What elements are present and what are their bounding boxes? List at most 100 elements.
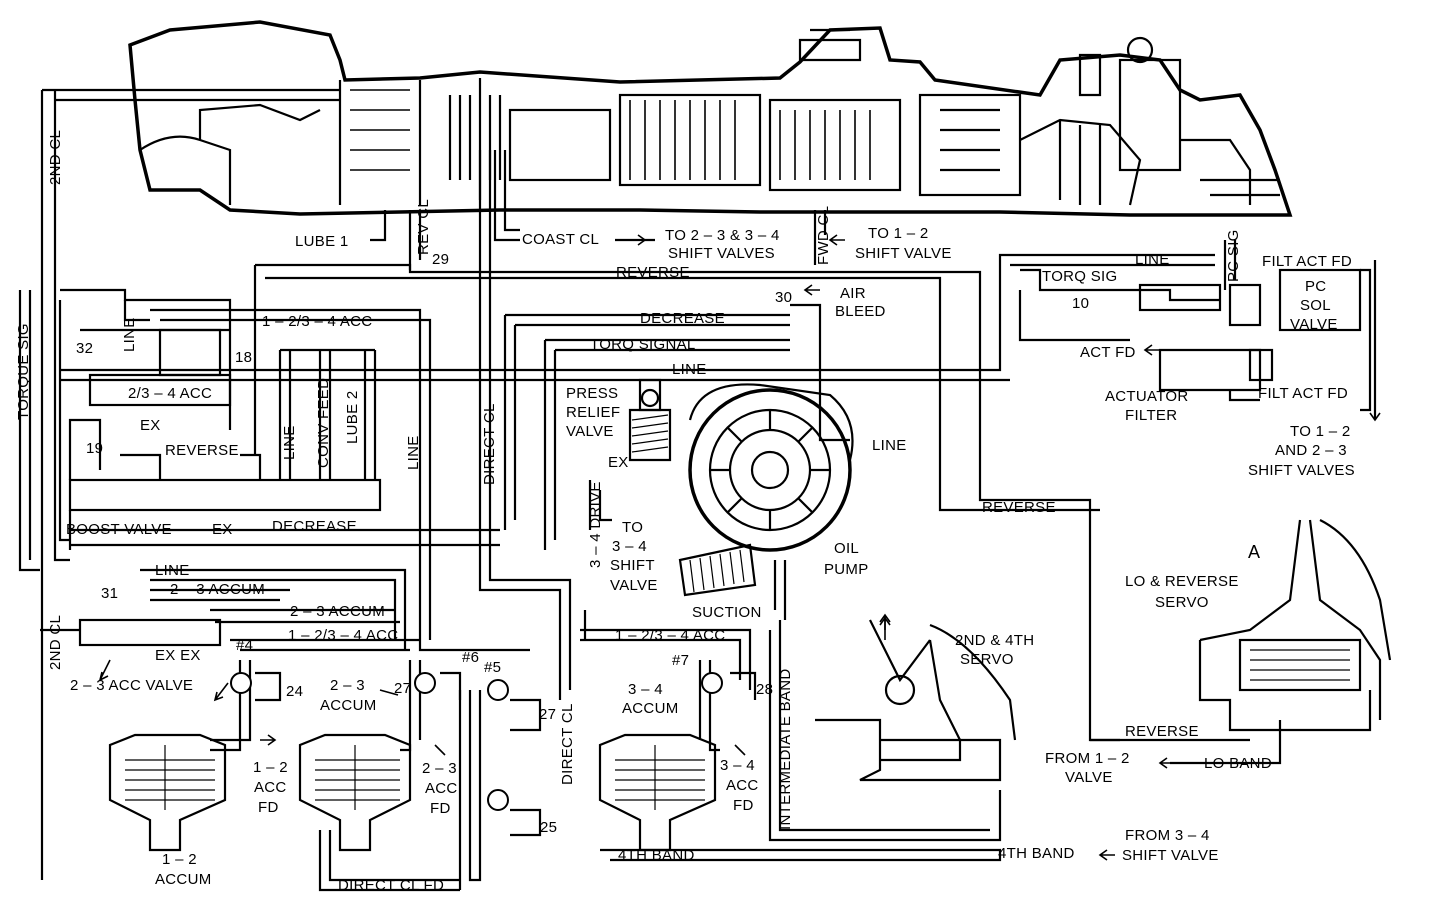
label-pc-sig: PC SIG xyxy=(1225,229,1242,282)
fluid-passages xyxy=(18,88,1377,892)
label-suction: SUCTION xyxy=(692,604,762,621)
label-from-12-2: VALVE xyxy=(1065,769,1113,786)
label-2nd-4th: 2ND & 4TH xyxy=(955,632,1034,649)
label-28: 28 xyxy=(756,681,773,698)
label-torq-signal: TORQ SIGNAL xyxy=(590,336,696,353)
label-check-6: #6 xyxy=(462,649,479,666)
label-torq-sig-right: TORQ SIG xyxy=(1042,268,1117,285)
label-shift-valves-a: SHIFT VALVES xyxy=(668,245,775,262)
label-accum34-2: ACCUM xyxy=(622,700,679,717)
label-decrease-low: DECREASE xyxy=(272,518,357,535)
label-2-3-accum-a: 2 – 3 ACCUM xyxy=(170,581,265,598)
label-accum23-2: ACCUM xyxy=(320,697,377,714)
label-31: 31 xyxy=(101,585,118,602)
label-pc-sol-2: SOL xyxy=(1300,297,1331,314)
label-25: 25 xyxy=(540,819,557,836)
label-actuator: ACTUATOR xyxy=(1105,388,1189,405)
label-to-12-and-23-3: SHIFT VALVES xyxy=(1248,462,1355,479)
accumulators xyxy=(108,671,757,852)
label-10: 10 xyxy=(1072,295,1089,312)
label-relief: RELIEF xyxy=(566,404,620,421)
label-to-12-and-23-2: AND 2 – 3 xyxy=(1275,442,1347,459)
label-acc-1234-c: 1 – 2/3 – 4 ACC xyxy=(615,627,725,644)
label-reverse-top: REVERSE xyxy=(616,264,690,281)
label-ex-boost: EX xyxy=(212,521,233,538)
label-lube1: LUBE 1 xyxy=(295,233,349,250)
label-19: 19 xyxy=(86,440,103,457)
label-30: 30 xyxy=(775,289,792,306)
label-shift-valve-a: SHIFT VALVE xyxy=(855,245,952,262)
label-to-34-1: TO xyxy=(622,519,643,536)
label-oil: OIL xyxy=(834,540,859,557)
labels: LUBE 1 REV CL 29 COAST CL TO 2 – 3 & 3 –… xyxy=(15,130,1355,894)
label-from-34-1: FROM 3 – 4 xyxy=(1125,827,1210,844)
label-reverse-right: REVERSE xyxy=(982,499,1056,516)
label-line-low: LINE xyxy=(155,562,190,579)
label-a-mark: A xyxy=(1248,542,1260,562)
label-filter: FILTER xyxy=(1125,407,1177,424)
label-reverse-mid: REVERSE xyxy=(165,442,239,459)
label-acc-234: 2/3 – 4 ACC xyxy=(128,385,212,402)
label-pump: PUMP xyxy=(824,561,869,578)
label-torque-sig: TORQUE SIG xyxy=(15,323,32,420)
label-check-5: #5 xyxy=(484,659,501,676)
label-filt-act-fd-top: FILT ACT FD xyxy=(1262,253,1352,270)
label-direct-cl-v: DIRECT CL xyxy=(481,403,498,485)
label-reverse-bot: REVERSE xyxy=(1125,723,1199,740)
label-to-12-and-23-1: TO 1 – 2 xyxy=(1290,423,1351,440)
label-line-v3: LINE xyxy=(405,435,422,470)
label-direct-cl-fd: DIRECT CL FD xyxy=(338,877,444,894)
label-acc-fd34-3: FD xyxy=(733,797,754,814)
label-to-34-2: 3 – 4 xyxy=(612,538,647,555)
label-acc-fd12-1: 1 – 2 xyxy=(253,759,288,776)
label-acc-1234: 1 – 2/3 – 4 ACC xyxy=(262,313,372,330)
label-fwd-cl: FWD CL xyxy=(815,206,832,265)
label-coast-cl: COAST CL xyxy=(522,231,599,248)
label-direct-cl-v2: DIRECT CL xyxy=(559,703,576,785)
label-accum34-1: 3 – 4 xyxy=(628,681,663,698)
label-acc-fd23-1: 2 – 3 xyxy=(422,760,457,777)
label-to-12: TO 1 – 2 xyxy=(868,225,929,242)
label-ex-ex: EX EX xyxy=(155,647,201,664)
label-lo-rev-servo: SERVO xyxy=(1155,594,1209,611)
label-valve: VALVE xyxy=(566,423,614,440)
label-27b: 27 xyxy=(539,706,556,723)
label-line-v1: LINE xyxy=(121,317,138,352)
label-line-right: LINE xyxy=(1135,251,1170,268)
label-intermediate-band: INTERMEDIATE BAND xyxy=(777,668,794,830)
label-accum12-2: ACCUM xyxy=(155,871,212,888)
label-lo-rev: LO & REVERSE xyxy=(1125,573,1239,590)
label-4th-band-b: 4TH BAND xyxy=(998,845,1075,862)
label-press: PRESS xyxy=(566,385,618,402)
label-24: 24 xyxy=(286,683,303,700)
label-pc-sol-1: PC xyxy=(1305,278,1326,295)
label-acc-1234-b: 1 – 2/3 – 4 ACC xyxy=(288,627,398,644)
label-to-34-3: SHIFT xyxy=(610,557,655,574)
label-from-34-2: SHIFT VALVE xyxy=(1122,847,1219,864)
label-pc-sol-3: VALVE xyxy=(1290,316,1338,333)
label-servo-24: SERVO xyxy=(960,651,1014,668)
label-from-12-1: FROM 1 – 2 xyxy=(1045,750,1130,767)
label-lo-band: LO BAND xyxy=(1204,755,1272,772)
label-2-3-accum-b: 2 – 3 ACCUM xyxy=(290,603,385,620)
label-line-mid: LINE xyxy=(672,361,707,378)
label-acc-fd34-2: ACC xyxy=(726,777,759,794)
label-check-7: #7 xyxy=(672,652,689,669)
label-to-34-4: VALVE xyxy=(610,577,658,594)
label-34-drive: 3 – 4 DRIVE xyxy=(587,481,604,568)
oil-pump xyxy=(678,383,854,597)
label-decrease-top: DECREASE xyxy=(640,310,725,327)
label-ex-1: EX xyxy=(140,417,161,434)
label-2nd-cl-bot: 2ND CL xyxy=(47,615,64,670)
label-acc-fd23-2: ACC xyxy=(425,780,458,797)
flow-arrows xyxy=(98,234,1381,861)
label-acc-fd34-1: 3 – 4 xyxy=(720,757,755,774)
label-check-4: #4 xyxy=(236,637,253,654)
label-acc-fd12-3: FD xyxy=(258,799,279,816)
label-accum12-1: 1 – 2 xyxy=(162,851,197,868)
label-ex-relief: EX xyxy=(608,454,629,471)
label-rev-cl: REV CL xyxy=(415,199,432,255)
press-relief-valve xyxy=(628,378,672,462)
label-lube2: LUBE 2 xyxy=(344,391,361,445)
